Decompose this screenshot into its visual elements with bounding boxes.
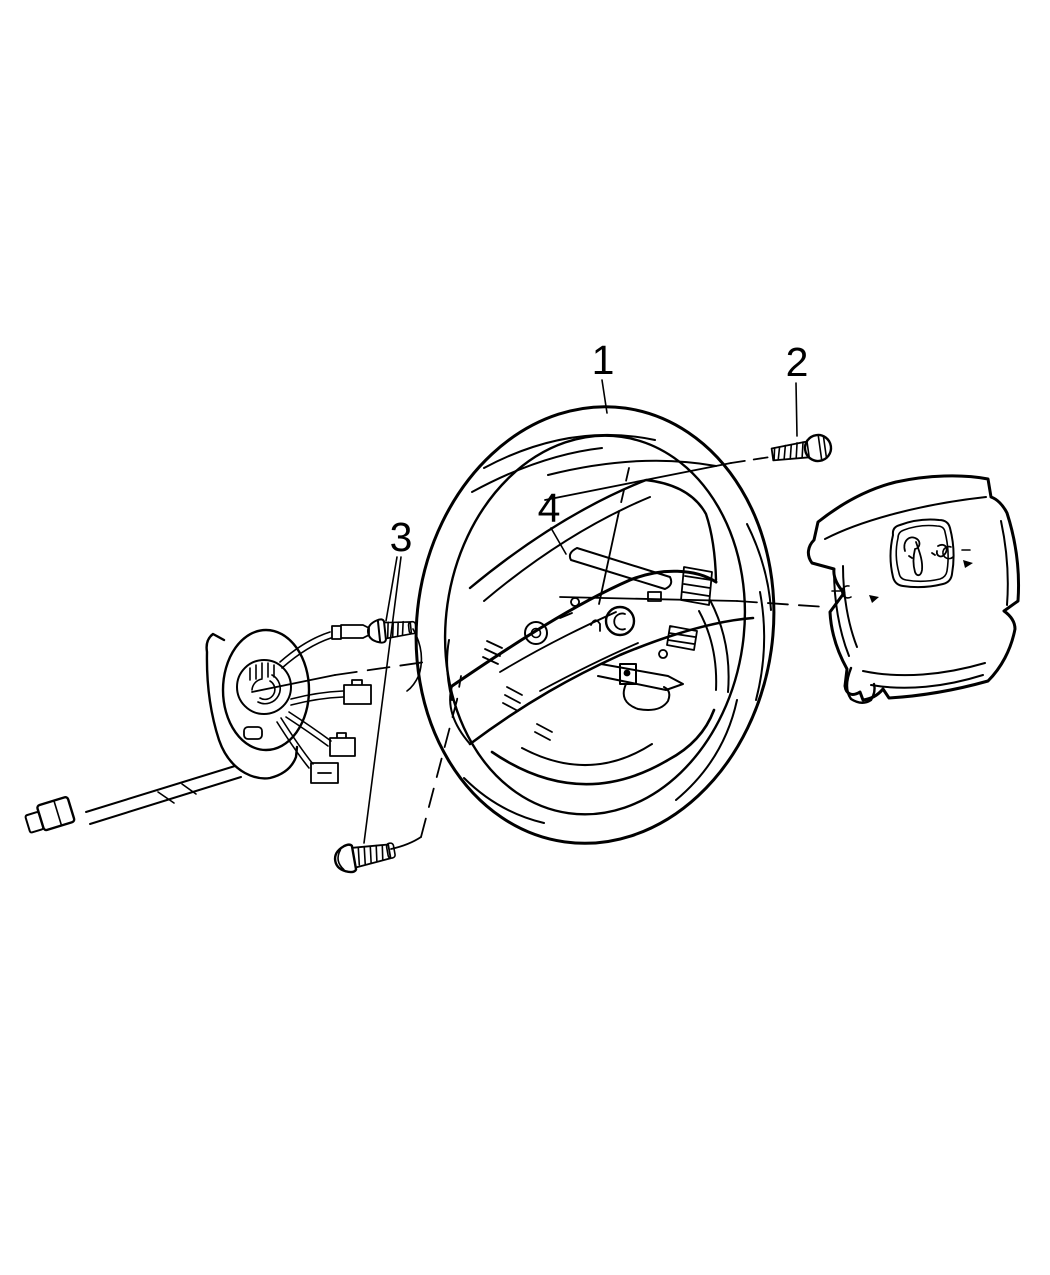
airbag-bolt <box>770 433 833 463</box>
mounting-screw-lower <box>333 842 396 874</box>
harness-wires <box>85 765 242 825</box>
ram-badge-inner <box>895 524 949 583</box>
clockspring <box>205 624 372 784</box>
ram-head-glyph <box>903 536 948 577</box>
steering-wheel <box>414 405 776 845</box>
clockspring-housing-side <box>205 632 299 780</box>
bolt2-threads <box>773 441 804 461</box>
stalk-hook-loop <box>622 683 671 711</box>
ribbed-patch-lower <box>666 625 698 651</box>
leader-line-4 <box>550 527 567 555</box>
clockspring-axis-dashed <box>334 660 433 676</box>
airbag-axis-dashed <box>736 600 827 608</box>
hub-small-details <box>559 591 668 659</box>
clockspring-slot <box>243 726 263 740</box>
right-window-arcs <box>698 599 730 693</box>
screw3b-head <box>333 843 358 874</box>
screw3a-tip <box>407 620 417 635</box>
ram-logo <box>889 518 955 589</box>
harness-connector-head <box>24 811 45 834</box>
clip-wedge-right <box>963 560 973 568</box>
clockspring-hub <box>236 659 292 715</box>
wire-2 <box>290 690 344 706</box>
screw3b-head-lines <box>337 845 357 871</box>
leader-line-2 <box>795 382 798 437</box>
wire-4 <box>276 717 314 769</box>
screw3a-shank <box>383 621 413 640</box>
spoke-band-top-edge <box>450 569 718 688</box>
screw3b-threads <box>357 844 384 866</box>
spoke-band-bottom-edge <box>468 616 755 746</box>
horn-contact-outer <box>524 621 548 645</box>
screw3b-tip <box>385 842 396 859</box>
bolt2-head-facets <box>806 435 828 461</box>
mounting-screw-upper <box>367 618 417 644</box>
horn-contact-inner <box>530 627 542 639</box>
harness-end-connector <box>24 796 76 834</box>
bolt2-insertion-dashed <box>617 467 630 517</box>
grip-hatch-marks <box>482 640 553 741</box>
callout-leader-lines <box>363 379 798 844</box>
clockspring-face <box>221 628 311 752</box>
callout-3-label: 3 <box>390 514 413 560</box>
stalk-joint-box <box>619 663 637 685</box>
bolt2-axis-solid <box>544 462 732 501</box>
screw3a-guide-curve <box>406 628 423 692</box>
screw3a-head <box>367 618 387 644</box>
screw3b-axis-dashed <box>420 675 462 838</box>
harness-braid-ticks <box>157 783 197 804</box>
lower-pad-curve <box>490 708 716 786</box>
retainer-clip-left <box>831 585 852 599</box>
wire-3-connector <box>329 732 356 757</box>
wheel-inner-rim <box>443 434 747 816</box>
wire-2-connector <box>343 679 372 705</box>
hub-boss <box>604 605 636 637</box>
callout-labels: 1 2 3 4 <box>390 337 809 560</box>
clip-wedge-left <box>869 595 879 603</box>
ram-badge-outer <box>889 518 955 589</box>
upper-window-echo <box>483 496 651 602</box>
wheel-outer-rim <box>414 405 776 845</box>
lower-stalk-rod <box>597 663 684 691</box>
harness-connector-divider <box>53 799 63 827</box>
bolt2-insertion-solid <box>598 515 619 605</box>
upper-window-outline <box>468 478 718 590</box>
wire-3 <box>285 711 332 747</box>
wire-1-connector <box>331 624 370 640</box>
spoke-band-inner-lines <box>499 611 639 692</box>
airbag-bottom-flap <box>845 666 876 704</box>
bolt2-shank <box>770 440 811 462</box>
callout-1-label: 1 <box>592 337 615 383</box>
screw3a-threads <box>386 620 404 639</box>
callout-4-label: 4 <box>538 485 561 531</box>
airbag-cover-outline <box>806 474 1020 702</box>
wire-4-connector <box>310 762 339 784</box>
leader-line-3-upper <box>385 556 398 622</box>
retainer-clip-right <box>942 545 971 560</box>
airbag-seam-lines <box>824 496 1009 689</box>
wire-1 <box>279 631 332 669</box>
screw3b-axis-solid <box>390 836 422 850</box>
wire-harness <box>24 765 242 834</box>
clockspring-coil-ticks <box>249 662 275 681</box>
rim-accent-arcs <box>446 433 772 824</box>
airbag-axis-solid <box>559 596 738 602</box>
leader-line-3-lower <box>363 556 402 844</box>
bolt2-axis-dashed <box>730 456 771 464</box>
ribbed-patch-upper <box>680 566 713 606</box>
bolt2-head <box>803 433 833 463</box>
upper-stalk-rod <box>568 547 673 590</box>
hub-boss-inner <box>613 612 626 631</box>
stalk-joint-pin <box>623 669 631 677</box>
clockspring-spiral <box>251 674 281 705</box>
clockspring-axis-solid <box>251 674 336 693</box>
airbag-module <box>806 474 1020 704</box>
leader-line-1 <box>601 379 608 414</box>
callout-2-label: 2 <box>786 339 809 385</box>
lower-pad-echo <box>521 743 653 766</box>
assembly-axes <box>251 456 827 850</box>
